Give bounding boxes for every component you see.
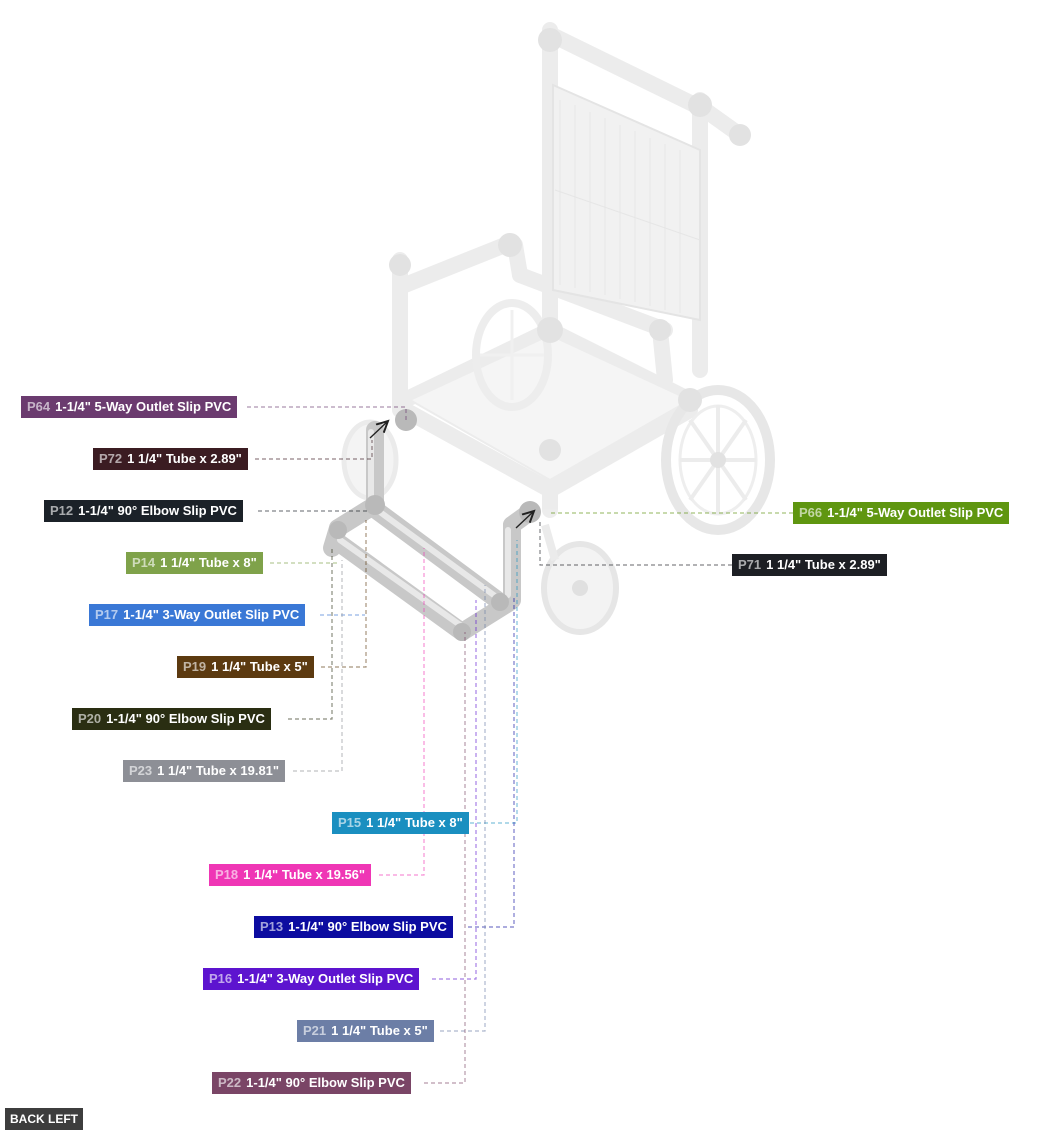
part-label-p15[interactable]: P15 1 1/4" Tube x 8" bbox=[332, 812, 469, 834]
part-desc: 1 1/4" Tube x 8" bbox=[366, 815, 463, 830]
leader-line-p21 bbox=[440, 585, 486, 1032]
part-label-p14[interactable]: P14 1 1/4" Tube x 8" bbox=[126, 552, 263, 574]
footrest-tube-highlights bbox=[337, 429, 511, 628]
part-label-p20[interactable]: P20 1-1/4" 90° Elbow Slip PVC bbox=[72, 708, 271, 730]
part-label-p23[interactable]: P23 1 1/4" Tube x 19.81" bbox=[123, 760, 286, 782]
part-id: P21 bbox=[303, 1023, 327, 1038]
rear-wheel-left bbox=[472, 299, 552, 411]
arrow-p64 bbox=[369, 421, 388, 439]
part-id: P18 bbox=[215, 867, 239, 882]
part-desc: 1-1/4" 3-Way Outlet Slip PVC bbox=[123, 607, 300, 622]
part-id: P16 bbox=[209, 971, 233, 986]
part-label-p72[interactable]: P72 1 1/4" Tube x 2.89" bbox=[93, 448, 248, 470]
part-id: P64 bbox=[27, 399, 51, 414]
part-desc: 1-1/4" 5-Way Outlet Slip PVC bbox=[827, 505, 1004, 520]
part-desc: 1-1/4" 90° Elbow Slip PVC bbox=[246, 1075, 405, 1090]
part-label-p22[interactable]: P22 1-1/4" 90° Elbow Slip PVC bbox=[212, 1072, 411, 1094]
part-id: P14 bbox=[132, 555, 156, 570]
part-label-p17[interactable]: P17 1-1/4" 3-Way Outlet Slip PVC bbox=[89, 604, 306, 626]
footrest-joints bbox=[329, 409, 541, 641]
part-desc: 1-1/4" 5-Way Outlet Slip PVC bbox=[55, 399, 232, 414]
part-id: P72 bbox=[99, 451, 123, 466]
part-id: P71 bbox=[738, 557, 762, 572]
part-label-p71[interactable]: P71 1 1/4" Tube x 2.89" bbox=[732, 554, 887, 576]
part-id: P20 bbox=[78, 711, 102, 726]
part-desc: 1 1/4" Tube x 19.81" bbox=[157, 763, 280, 778]
part-desc: 1 1/4" Tube x 5" bbox=[331, 1023, 428, 1038]
leader-line-p13 bbox=[468, 598, 515, 928]
part-desc: 1 1/4" Tube x 2.89" bbox=[127, 451, 242, 466]
part-desc: 1 1/4" Tube x 2.89" bbox=[766, 557, 881, 572]
part-id: P66 bbox=[799, 505, 823, 520]
part-desc: 1-1/4" 90° Elbow Slip PVC bbox=[78, 503, 237, 518]
part-id: P22 bbox=[218, 1075, 242, 1090]
arrow-p66 bbox=[515, 511, 534, 529]
part-desc: 1-1/4" 90° Elbow Slip PVC bbox=[106, 711, 265, 726]
leader-line-p64 bbox=[247, 406, 407, 420]
part-id: P13 bbox=[260, 919, 284, 934]
part-id: P12 bbox=[50, 503, 74, 518]
part-label-p64[interactable]: P64 1-1/4" 5-Way Outlet Slip PVC bbox=[21, 396, 238, 418]
leader-line-p20 bbox=[288, 548, 333, 720]
view-label: BACK LEFT bbox=[5, 1108, 83, 1130]
part-desc: 1 1/4" Tube x 5" bbox=[211, 659, 308, 674]
part-label-p66[interactable]: P66 1-1/4" 5-Way Outlet Slip PVC bbox=[793, 502, 1010, 524]
leader-line-p16 bbox=[432, 600, 477, 980]
part-label-p19[interactable]: P19 1 1/4" Tube x 5" bbox=[177, 656, 314, 678]
part-id: P23 bbox=[129, 763, 153, 778]
leader-line-p19 bbox=[321, 520, 367, 668]
part-desc: 1 1/4" Tube x 19.56" bbox=[243, 867, 366, 882]
leader-line-p23 bbox=[293, 560, 343, 772]
part-id: P15 bbox=[338, 815, 362, 830]
rear-wheel-right bbox=[661, 385, 775, 535]
part-label-p18[interactable]: P18 1 1/4" Tube x 19.56" bbox=[209, 864, 372, 886]
part-id: P19 bbox=[183, 659, 207, 674]
leader-line-p22 bbox=[424, 632, 466, 1084]
part-label-p16[interactable]: P16 1-1/4" 3-Way Outlet Slip PVC bbox=[203, 968, 420, 990]
leader-lines bbox=[247, 406, 793, 1084]
part-id: P17 bbox=[95, 607, 119, 622]
leader-line-p15 bbox=[470, 540, 518, 824]
part-label-p21[interactable]: P21 1 1/4" Tube x 5" bbox=[297, 1020, 434, 1042]
part-desc: 1-1/4" 3-Way Outlet Slip PVC bbox=[237, 971, 414, 986]
part-desc: 1-1/4" 90° Elbow Slip PVC bbox=[288, 919, 447, 934]
part-desc: 1 1/4" Tube x 8" bbox=[160, 555, 257, 570]
leader-line-p72 bbox=[255, 440, 373, 460]
leader-line-p71 bbox=[539, 520, 732, 566]
leader-line-p18 bbox=[379, 548, 425, 876]
front-caster-right bbox=[541, 523, 619, 635]
part-label-p13[interactable]: P13 1-1/4" 90° Elbow Slip PVC bbox=[254, 916, 453, 938]
part-label-p12[interactable]: P12 1-1/4" 90° Elbow Slip PVC bbox=[44, 500, 243, 522]
